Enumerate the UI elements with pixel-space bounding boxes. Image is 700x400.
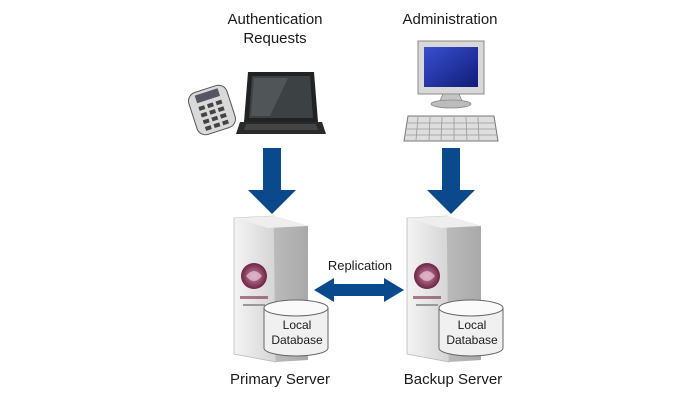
down-arrow-left bbox=[248, 148, 296, 214]
down-arrow-right bbox=[427, 148, 475, 214]
replication-label: Replication bbox=[327, 258, 393, 273]
db-label-line1: Local bbox=[457, 318, 487, 332]
database-cylinder-icon bbox=[263, 299, 329, 357]
primary-local-database-label: Local Database bbox=[262, 318, 332, 348]
primary-server-label: Primary Server bbox=[229, 371, 330, 388]
token-keypad-icon bbox=[188, 84, 236, 136]
db-label-line1: Local bbox=[282, 318, 312, 332]
administration-label: Administration bbox=[402, 11, 498, 28]
db-label-line2: Database bbox=[271, 333, 323, 347]
db-label-line2: Database bbox=[446, 333, 498, 347]
database-cylinder-icon bbox=[438, 299, 504, 357]
auth-label-line1: Authentication bbox=[227, 11, 323, 28]
replication-arrow bbox=[314, 278, 404, 302]
auth-label-line2: Requests bbox=[243, 30, 307, 47]
authentication-requests-label: Authentication Requests bbox=[205, 10, 345, 48]
laptop-icon bbox=[236, 72, 326, 134]
backup-local-database-label: Local Database bbox=[437, 318, 507, 348]
backup-server-label: Backup Server bbox=[403, 371, 503, 388]
keyboard-icon bbox=[403, 115, 499, 142]
desktop-monitor-icon bbox=[417, 40, 485, 109]
